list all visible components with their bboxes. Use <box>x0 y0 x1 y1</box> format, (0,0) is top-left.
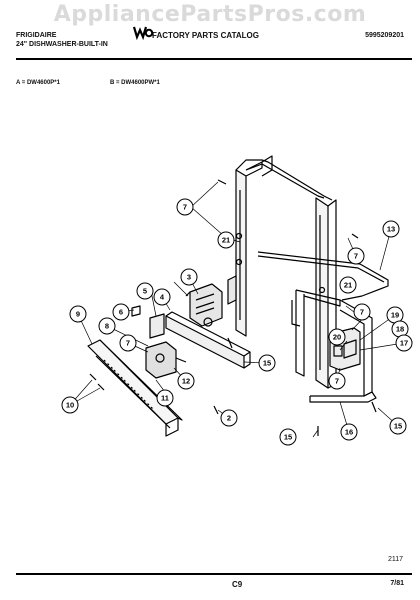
callout-label: 12 <box>182 377 190 386</box>
callout-20: 20 <box>328 328 346 346</box>
watermark: AppliancePartsPros.com <box>53 2 367 27</box>
callout-label: 7 <box>354 252 358 261</box>
callout-7: 7 <box>328 372 346 390</box>
callout-7: 7 <box>353 303 371 321</box>
callout-15: 15 <box>258 354 276 372</box>
callout-5: 5 <box>136 282 154 300</box>
header-rule <box>16 58 412 60</box>
callout-label: 6 <box>119 308 123 317</box>
model-b-label: B = DW4600PW*1 <box>110 80 160 86</box>
callout-label: 19 <box>391 311 399 320</box>
callout-label: 5 <box>143 287 147 296</box>
callout-7: 7 <box>176 198 194 216</box>
callout-4: 4 <box>153 288 171 306</box>
callout-label: 21 <box>222 236 230 245</box>
catalog-date: 7/81 <box>390 580 404 587</box>
callout-21: 21 <box>339 276 357 294</box>
callout-label: 7 <box>335 377 339 386</box>
callout-7: 7 <box>119 334 137 352</box>
kick-plate <box>87 339 183 437</box>
callout-label: 11 <box>161 394 169 403</box>
callout-label: 7 <box>183 203 187 212</box>
callout-label: 16 <box>345 428 353 437</box>
inlet-valve <box>145 341 187 379</box>
callout-21: 21 <box>217 231 235 249</box>
callout-label: 21 <box>344 281 352 290</box>
catalog-part-number: 5995209201 <box>365 32 404 39</box>
callout-18: 18 <box>391 320 409 338</box>
callout-label: 4 <box>160 293 165 302</box>
wci-logo <box>133 26 153 40</box>
callout-7: 7 <box>347 247 365 265</box>
callout-13: 13 <box>382 220 400 238</box>
callout-label: 3 <box>187 273 191 282</box>
callout-17: 17 <box>395 334 413 352</box>
mount-bracket <box>131 305 165 339</box>
tub-frame <box>227 155 337 389</box>
callout-16: 16 <box>340 423 358 441</box>
callout-label: 17 <box>400 339 408 348</box>
callout-label: 7 <box>360 308 364 317</box>
callout-2: 2 <box>220 409 238 427</box>
page-number: C9 <box>232 580 243 589</box>
callout-label: 9 <box>76 310 80 319</box>
callout-3: 3 <box>180 268 198 286</box>
footer-rule <box>16 573 412 575</box>
callout-12: 12 <box>177 372 195 390</box>
callout-label: 10 <box>66 401 74 410</box>
callout-10: 10 <box>61 396 79 414</box>
callout-label: 15 <box>394 422 402 431</box>
callout-label: 13 <box>387 225 395 234</box>
catalog-title: FACTORY PARTS CATALOG <box>152 31 259 40</box>
front-base-channel <box>165 311 251 369</box>
callout-11: 11 <box>156 389 174 407</box>
callout-6: 6 <box>112 303 130 321</box>
callout-label: 20 <box>333 333 341 342</box>
cross-rod <box>257 251 389 301</box>
screws <box>89 179 377 436</box>
callout-8: 8 <box>98 317 116 335</box>
callout-label: 2 <box>227 414 231 423</box>
model-a-label: A = DW4600P*1 <box>16 80 60 86</box>
callout-15: 15 <box>389 417 407 435</box>
model-label: 24" DISHWASHER-BUILT-IN <box>16 41 108 48</box>
callout-label: 7 <box>126 339 130 348</box>
brand-label: FRIGIDAIRE <box>16 32 57 39</box>
callout-label: 8 <box>105 322 109 331</box>
callout-label: 15 <box>263 359 271 368</box>
callout-9: 9 <box>69 305 87 323</box>
callout-label: 18 <box>396 325 404 334</box>
callout-15: 15 <box>279 428 297 446</box>
callout-19: 19 <box>386 306 404 324</box>
callout-label: 15 <box>284 433 292 442</box>
pump-assembly <box>185 283 223 327</box>
diagram-code: 2117 <box>388 556 404 563</box>
